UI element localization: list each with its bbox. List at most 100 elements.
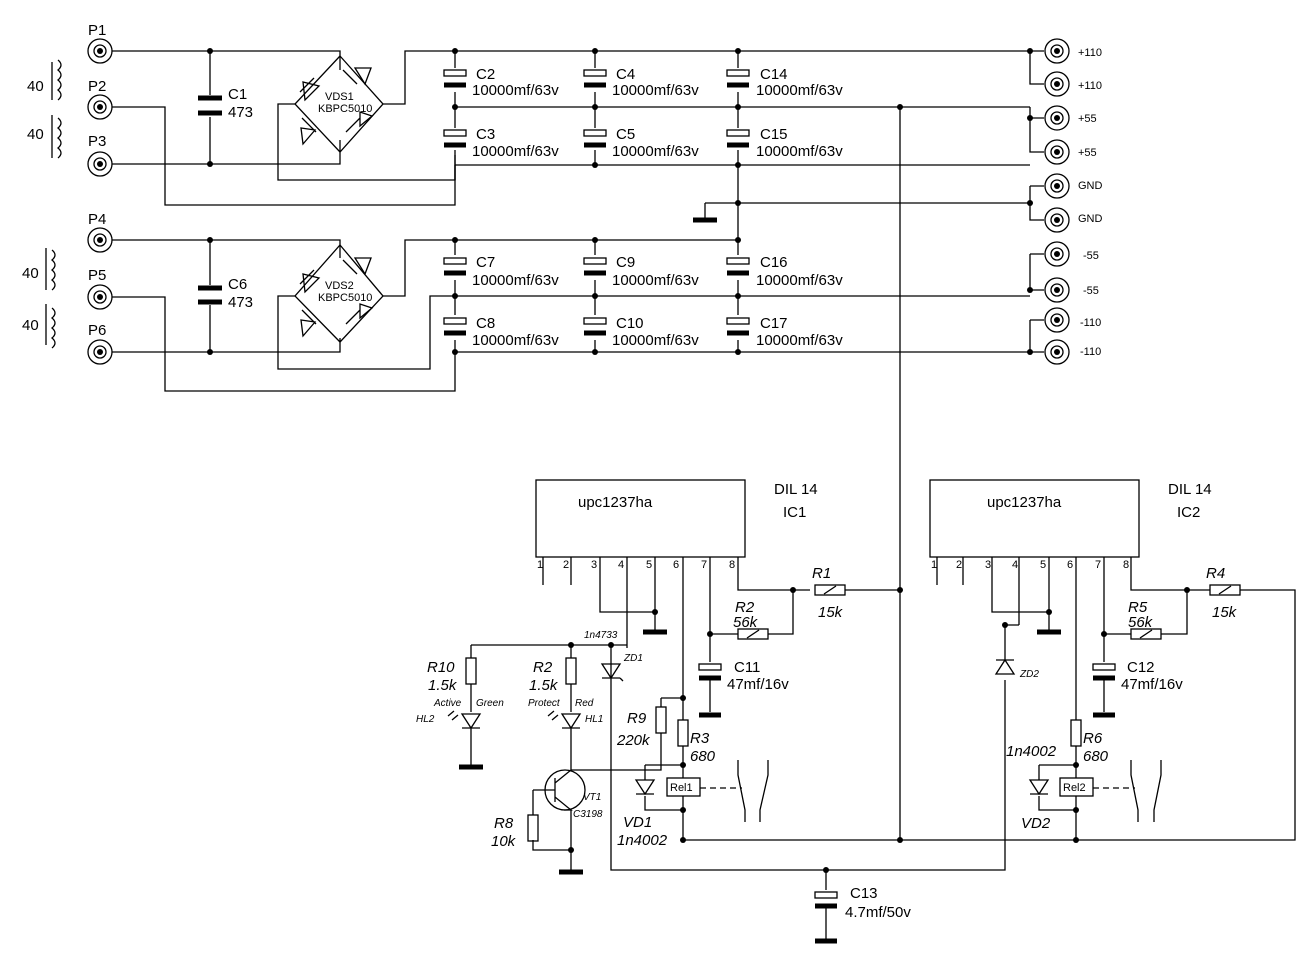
led-hl2: Active Green HL2 (416, 698, 504, 770)
cap-ref: C12 (1127, 659, 1155, 676)
output-connectors: +110 +110 +55 +55 GND GND -55 -55 -110 -… (1027, 38, 1103, 365)
terminal-label: +55 (1078, 147, 1097, 159)
capacitor-c13: C13 4.7mf/50v (814, 870, 911, 944)
led-color: Red (575, 698, 594, 709)
led-ref: HL2 (416, 714, 435, 725)
connector-p2: P2 (87, 78, 113, 120)
transformer-winding: 40 (22, 304, 56, 349)
relay-rel2: Rel2 (900, 760, 1162, 841)
connector-p6: P6 (87, 322, 113, 365)
cap-value: 10000mf/63v (612, 272, 699, 289)
output-terminal: +55 (1044, 139, 1097, 165)
ic-ref: IC2 (1177, 504, 1200, 521)
led-caption: Protect (528, 698, 561, 709)
res-ref: R3 (690, 730, 710, 747)
bridge-part: KBPC5010 (318, 292, 372, 304)
connector-label: P6 (88, 322, 106, 339)
winding-voltage: 40 (22, 317, 39, 334)
cap-value: 473 (228, 294, 253, 311)
cap-value: 10000mf/63v (472, 82, 559, 99)
capacitor-c7: C7 10000mf/63v (443, 254, 559, 289)
capacitor-c14: C14 10000mf/63v (726, 66, 843, 99)
capacitor-c4: C4 10000mf/63v (583, 66, 699, 99)
capacitor-c16: C16 10000mf/63v (726, 254, 843, 289)
connector-label: P4 (88, 211, 106, 228)
cap-value: 47mf/16v (727, 676, 789, 693)
bridge-ref: VDS2 (325, 280, 354, 292)
connector-p3: P3 (87, 133, 113, 177)
capacitor-c10: C10 10000mf/63v (583, 315, 699, 349)
resistor-r5: R5 56k (1104, 590, 1188, 640)
cap-ref: C7 (476, 254, 495, 271)
output-terminal: GND (1044, 173, 1103, 199)
capacitor-c5: C5 10000mf/63v (583, 126, 699, 160)
pin-number: 4 (618, 559, 624, 571)
bridge-ref: VDS1 (325, 91, 354, 103)
cap-value: 47mf/16v (1121, 676, 1183, 693)
cap-ref: C2 (476, 66, 495, 83)
resistor-r10: R10 1.5k (427, 645, 477, 712)
pin-number: 2 (563, 559, 569, 571)
cap-ref: C16 (760, 254, 788, 271)
ic-part: upc1237ha (987, 494, 1062, 511)
diode-vd1: VD1 1n4002 (617, 764, 683, 849)
cap-ref: C13 (850, 885, 878, 902)
zener-ref: ZD1 (623, 653, 643, 664)
ic-ref: IC1 (783, 504, 806, 521)
res-ref: R2 (735, 599, 755, 616)
capacitor-c8: C8 10000mf/63v (443, 315, 559, 349)
cap-ref: C11 (734, 659, 760, 676)
pin-number: 3 (591, 559, 597, 571)
res-value: 10k (491, 833, 517, 850)
pin-number: 7 (1095, 559, 1101, 571)
pin-number: 4 (1012, 559, 1018, 571)
res-ref: R9 (627, 710, 647, 727)
res-value: 15k (1212, 604, 1238, 621)
zener-ref: ZD2 (1019, 669, 1039, 680)
diode-part: 1n4002 (617, 832, 668, 849)
relay-ref: Rel1 (670, 782, 693, 794)
ic-part: upc1237ha (578, 494, 653, 511)
res-ref: R4 (1206, 565, 1225, 582)
resistor-r1: R1 15k (812, 565, 900, 621)
res-ref: R2 (533, 659, 553, 676)
pin-number: 5 (646, 559, 652, 571)
resistor-r7: R2 1.5k (529, 645, 577, 712)
bridge-rectifier-vds2: VDS2 KBPC5010 (277, 239, 1030, 370)
cap-ref: C17 (760, 315, 788, 332)
pin-number: 5 (1040, 559, 1046, 571)
pin-number: 6 (1067, 559, 1073, 571)
res-value: 220k (616, 732, 651, 749)
resistor-r6: R6 680 (1070, 719, 1109, 765)
output-terminal: -55 (1044, 277, 1099, 303)
cap-ref: C9 (616, 254, 635, 271)
diode-part: 1n4002 (1006, 743, 1057, 760)
terminal-label: +55 (1078, 113, 1097, 125)
zener-zd1: 1n4733 ZD1 (584, 630, 1006, 871)
connector-label: P3 (88, 133, 106, 150)
winding-voltage: 40 (27, 126, 44, 143)
cap-value: 10000mf/63v (472, 332, 559, 349)
transformer-winding: 40 (27, 59, 62, 101)
connector-p5: P5 (87, 267, 113, 310)
cap-value: 10000mf/63v (472, 143, 559, 160)
winding-voltage: 40 (27, 78, 44, 95)
cap-value: 4.7mf/50v (845, 904, 911, 921)
output-terminal: -55 (1044, 241, 1099, 267)
capacitor-c9: C9 10000mf/63v (583, 254, 699, 289)
terminal-label: -55 (1083, 285, 1099, 297)
led-ref: HL1 (585, 714, 603, 725)
pin-number: 7 (701, 559, 707, 571)
capacitor-c12: C12 47mf/16v (1092, 659, 1183, 718)
resistor-r4: R4 15k (1076, 565, 1296, 841)
led-color: Green (476, 698, 504, 709)
relay-ref: Rel2 (1063, 782, 1086, 794)
cap-value: 10000mf/63v (612, 82, 699, 99)
res-value: 1.5k (529, 677, 559, 694)
cap-ref: C15 (760, 126, 788, 143)
resistor-r2: R2 56k (710, 590, 794, 640)
res-value: 680 (690, 748, 716, 765)
pin-number: 2 (956, 559, 962, 571)
lower-rectifier-section: P4 P5 P6 40 40 C6 473 (22, 211, 1030, 392)
